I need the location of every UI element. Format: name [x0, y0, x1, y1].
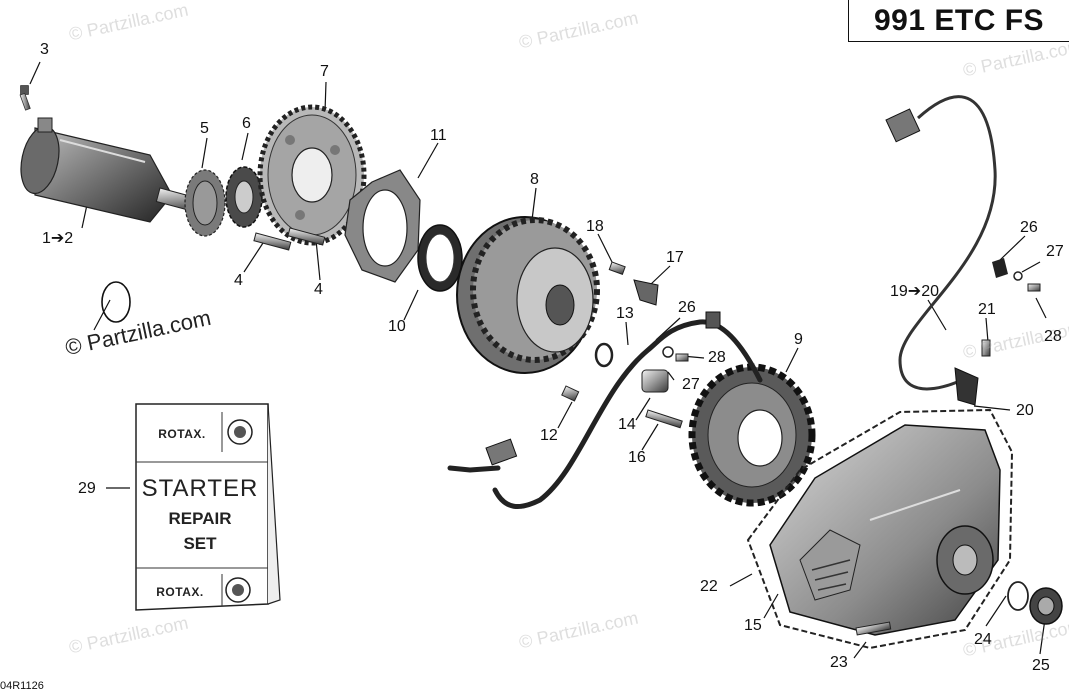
callout-18: 18 [586, 218, 604, 235]
kit-brand-bottom: ROTAX. [156, 585, 204, 599]
gear-6 [225, 166, 263, 228]
ring-gear-7 [257, 104, 367, 246]
callout-28b: 28 [1044, 328, 1062, 345]
o-ring-2 [101, 281, 131, 323]
plate-11 [344, 169, 421, 283]
o-ring-24 [1007, 581, 1029, 611]
callout-19-20: 19➔20 [890, 283, 939, 300]
plug-25 [1029, 587, 1063, 625]
callout-4a: 4 [234, 272, 243, 289]
callout-26b: 26 [1020, 219, 1038, 236]
bolt-23 [855, 621, 892, 636]
starter-motor [20, 117, 200, 223]
kit-subtitle-repair: REPAIR [168, 509, 232, 528]
callout-11: 11 [430, 127, 447, 144]
starter-repair-kit [135, 403, 281, 611]
callout-10: 10 [388, 318, 406, 335]
diagram-code: 04R1126 [0, 680, 44, 692]
callout-8: 8 [530, 171, 539, 188]
callout-12: 12 [540, 427, 558, 444]
bolt-3 [19, 85, 31, 111]
callout-29: 29 [78, 480, 96, 497]
callout-6: 6 [242, 115, 251, 132]
callout-26a: 26 [678, 299, 696, 316]
diagram-title: 991 ETC FS [873, 3, 1045, 37]
callout-22: 22 [700, 578, 718, 595]
kit-brand-top: ROTAX. [158, 427, 206, 441]
callout-4b: 4 [314, 281, 323, 298]
flywheel-8 [456, 216, 600, 374]
pins-4 [253, 227, 326, 251]
callout-9: 9 [794, 331, 803, 348]
callout-16: 16 [628, 449, 646, 466]
sensor-cable-19 [885, 95, 1041, 406]
callout-25: 25 [1032, 657, 1050, 674]
diagram-title-box: 991 ETC FS [848, 0, 1069, 42]
callout-20: 20 [1016, 402, 1034, 419]
callout-27b: 27 [1046, 243, 1064, 260]
callout-14: 14 [618, 416, 636, 433]
callout-1-2: 1➔2 [42, 230, 74, 247]
callout-15: 15 [744, 617, 762, 634]
callout-7: 7 [320, 63, 329, 80]
stator-9 [688, 363, 816, 507]
connector [485, 311, 721, 466]
gear-5 [184, 169, 226, 237]
magneto-cover [746, 408, 1014, 650]
seal-10 [417, 224, 463, 292]
kit-title: STARTER [141, 475, 259, 502]
callout-27a: 27 [682, 376, 700, 393]
kit-subtitle-set: SET [183, 534, 217, 553]
small-hardware [561, 261, 689, 429]
callout-13: 13 [616, 305, 634, 322]
callout-5: 5 [200, 120, 209, 137]
callout-17: 17 [666, 249, 684, 266]
callout-21: 21 [978, 301, 996, 318]
callout-23: 23 [830, 654, 848, 671]
callout-28a: 28 [708, 349, 726, 366]
callout-3: 3 [40, 41, 49, 58]
callout-24: 24 [974, 631, 992, 648]
